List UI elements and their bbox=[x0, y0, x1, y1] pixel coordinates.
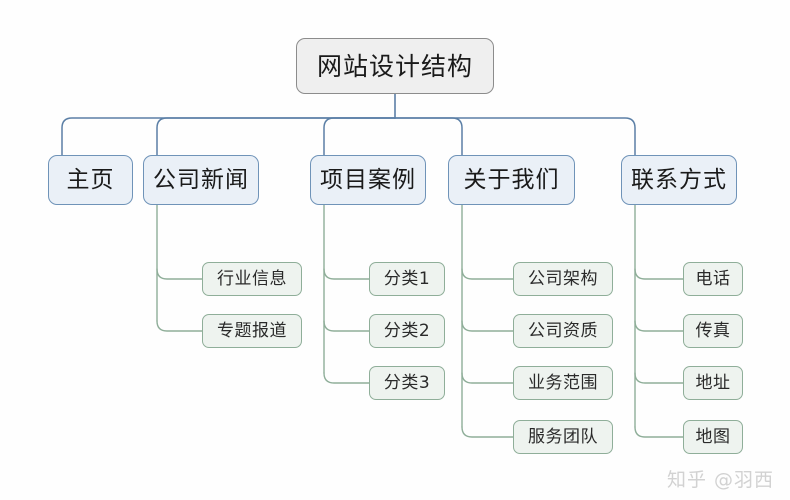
node-level3-1-1[interactable]: 专题报道 bbox=[202, 314, 302, 348]
node-level2-4[interactable]: 联系方式 bbox=[621, 155, 737, 205]
node-level3-2-0[interactable]: 分类1 bbox=[369, 262, 445, 296]
node-level3-4-2[interactable]: 地址 bbox=[683, 366, 743, 400]
node-level3-3-2[interactable]: 业务范围 bbox=[513, 366, 613, 400]
node-level3-3-0[interactable]: 公司架构 bbox=[513, 262, 613, 296]
node-level3-4-0[interactable]: 电话 bbox=[683, 262, 743, 296]
node-level3-2-1[interactable]: 分类2 bbox=[369, 314, 445, 348]
node-level2-2[interactable]: 项目案例 bbox=[310, 155, 426, 205]
node-level3-4-1[interactable]: 传真 bbox=[683, 314, 743, 348]
node-level3-3-1[interactable]: 公司资质 bbox=[513, 314, 613, 348]
node-level2-0[interactable]: 主页 bbox=[48, 155, 133, 205]
node-level2-1[interactable]: 公司新闻 bbox=[143, 155, 259, 205]
node-level3-2-2[interactable]: 分类3 bbox=[369, 366, 445, 400]
node-level2-3[interactable]: 关于我们 bbox=[448, 155, 575, 205]
node-level3-3-3[interactable]: 服务团队 bbox=[513, 420, 613, 454]
watermark: 知乎 @羽西 bbox=[666, 469, 774, 491]
node-level3-4-3[interactable]: 地图 bbox=[683, 420, 743, 454]
node-root[interactable]: 网站设计结构 bbox=[296, 38, 494, 94]
node-level3-1-0[interactable]: 行业信息 bbox=[202, 262, 302, 296]
